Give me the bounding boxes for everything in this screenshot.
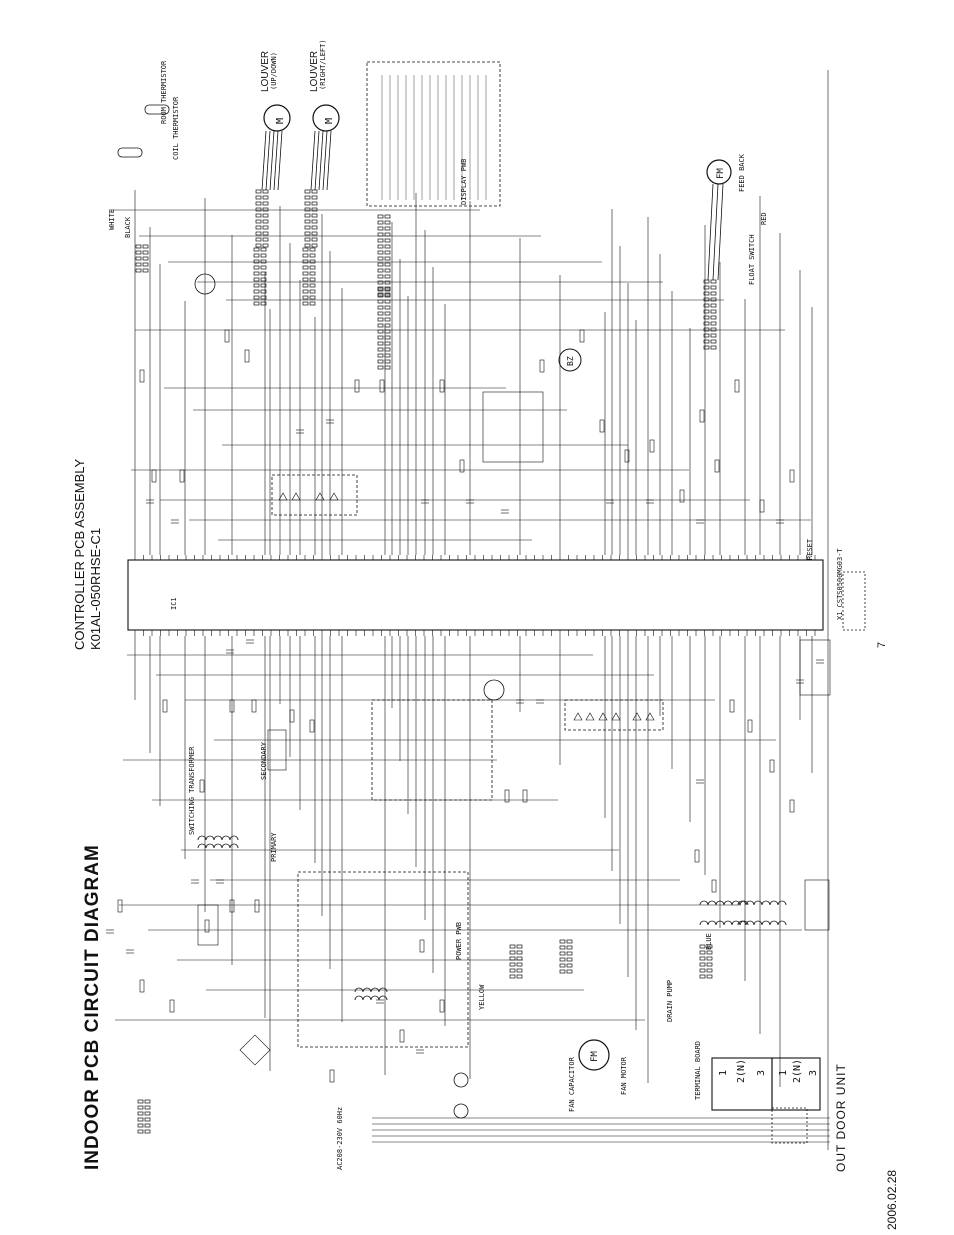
transformer-label: SWITCHING TRANSFORMER [188, 746, 196, 835]
wire-yellow-label: YELLOW [478, 984, 486, 1010]
buzzer-icon [558, 348, 582, 372]
ic1-block [127, 559, 824, 631]
outdoor-terminal-3: 3 [808, 1069, 819, 1076]
room-thermistor-icon [117, 147, 143, 158]
display-pwb-label: DISPLAY PWB [460, 158, 468, 205]
fan-motor-icon [578, 1039, 610, 1071]
remote-box [771, 1107, 808, 1144]
fuse-f101-icon [453, 1072, 469, 1088]
coil-thermistor-icon [144, 104, 170, 115]
wire-red-label: RED [760, 212, 768, 225]
louver-rl-sublabel: (RIGHT/LEFT) [319, 39, 327, 90]
terminal-3: 3 [756, 1069, 767, 1076]
ic12-box [371, 699, 493, 801]
terminal-1: 1 [718, 1069, 729, 1076]
fan-capacitor-label: FAN CAPACITOR [568, 1057, 576, 1112]
ic1-label: IC1 [170, 597, 178, 610]
page-number: 7 [876, 641, 888, 648]
crystal-label: X1 CSTS0500MG03-T [836, 548, 844, 620]
horizontal-rails [110, 209, 811, 1021]
assembly-model: K01AL-050RHSE-C1 [88, 527, 103, 650]
louver-ud-sublabel: (UP/DOWN) [270, 52, 278, 90]
buzzer-bz: BZ [566, 356, 575, 366]
outdoor-terminal-1: 1 [778, 1069, 789, 1076]
display-pwb-box [366, 61, 501, 207]
power-pwb-label: POWER PWB [455, 922, 463, 960]
component-clusters [106, 329, 831, 1083]
transistor-q4-icon [194, 273, 216, 295]
ic-driver-box-2 [564, 699, 664, 731]
louver-rl-motor-m: M [324, 117, 335, 124]
primary-label: PRIMARY [270, 832, 278, 862]
outdoor-terminal [771, 1057, 821, 1111]
outdoor-terminal-2: 2(N) [792, 1058, 803, 1083]
document-date: 2006.02.28 [885, 1169, 899, 1230]
fuse-f102-icon [453, 1103, 469, 1119]
page-title: INDOOR PCB CIRCUIT DIAGRAM [82, 844, 103, 1170]
fan-motor-label: FAN MOTOR [620, 1057, 628, 1095]
outdoor-unit-label: OUT DOOR UNIT [834, 1063, 848, 1172]
coil-thermistor-label: COIL THERMISTOR [172, 96, 180, 160]
assembly-name: CONTROLLER PCB ASSEMBLY [72, 458, 87, 650]
feed-back-label: FEED BACK [738, 154, 746, 192]
drain-pump-label: DRAIN PUMP [666, 979, 674, 1022]
float-switch-label: FLOAT SWITCH [748, 234, 756, 285]
louver-ud-motor-icon [263, 104, 291, 132]
room-thermistor-label: ROOM THERMISTOR [160, 60, 168, 124]
terminal-2n: 2(N) [736, 1058, 747, 1083]
power-pwb-box [297, 871, 469, 1048]
feedback-motor-fm: FM [716, 168, 726, 179]
louver-rl-motor-icon [312, 104, 340, 132]
fan-motor-fm: FM [590, 1051, 600, 1062]
connector-strips [135, 75, 724, 1134]
ic-driver-box [271, 474, 358, 516]
transformer-coils [197, 835, 787, 1001]
wire-black-label: BLACK [124, 216, 132, 238]
supply-label: AC208-230V 60Hz [336, 1106, 344, 1170]
switch-box [842, 571, 866, 631]
vertical-bus-wires [134, 70, 830, 1150]
terminal-board-label: TERMINAL BOARD [694, 1040, 702, 1100]
louver-ud-motor-m: M [275, 117, 286, 124]
secondary-label: SECONDARY [260, 742, 268, 780]
reset-pin-label: RESET [806, 538, 814, 560]
wire-blue-label: BLUE [705, 933, 713, 950]
transistor-q3-icon [483, 679, 505, 701]
wire-white-label: WHITE [108, 208, 116, 230]
feedback-fan-motor-icon [706, 159, 732, 185]
ic-pin-ticks [134, 555, 816, 636]
